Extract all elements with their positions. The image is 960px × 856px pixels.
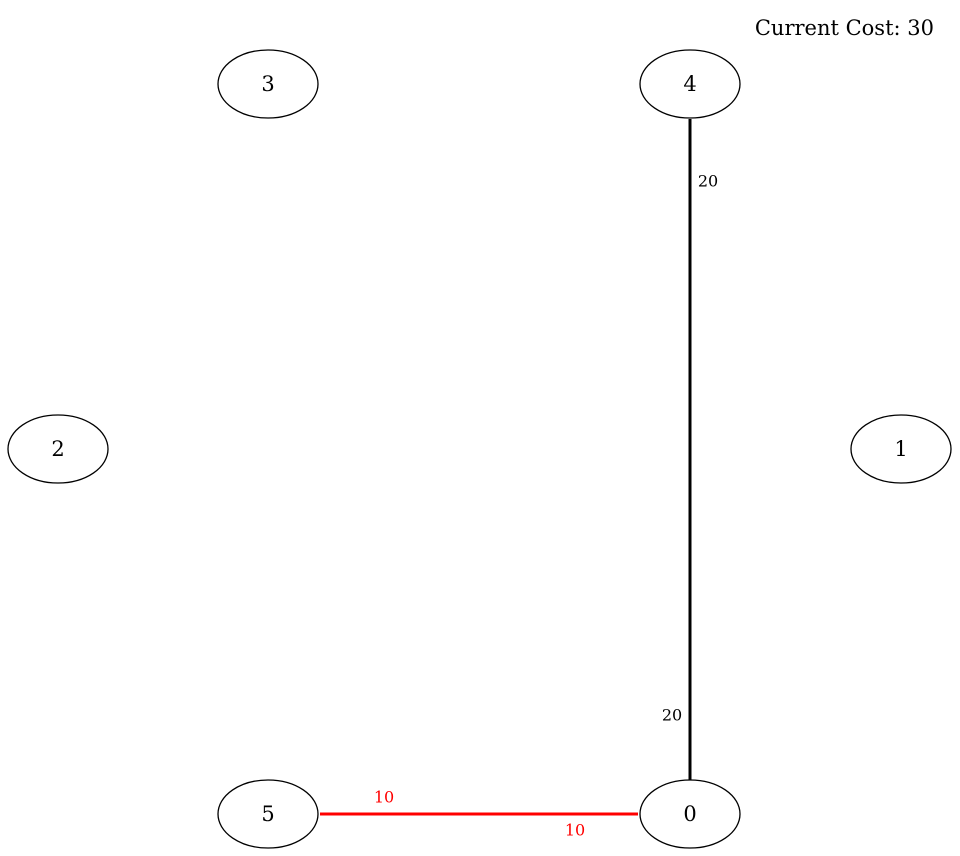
node-2-label: 2	[51, 437, 64, 461]
node-3-label: 3	[261, 72, 274, 96]
node-3-ellipse	[217, 49, 319, 119]
node-5-label: 5	[261, 802, 274, 826]
edge-5-0-label-from: 10	[374, 788, 394, 807]
edge-4-0-label-from: 20	[698, 172, 718, 191]
edge-4-0-label-to: 20	[662, 706, 682, 725]
node-0-label: 0	[683, 802, 696, 826]
node-3[interactable]: 3	[217, 49, 319, 119]
node-2[interactable]: 2	[7, 414, 109, 484]
node-0-ellipse	[639, 779, 741, 849]
node-1[interactable]: 1	[850, 414, 952, 484]
node-5[interactable]: 5	[217, 779, 319, 849]
edge-labels: 20 20 10 10	[374, 172, 718, 840]
node-2-ellipse	[7, 414, 109, 484]
node-4[interactable]: 4	[639, 49, 741, 119]
node-0[interactable]: 0	[639, 779, 741, 849]
edge-5-0-label-to: 10	[565, 821, 585, 840]
node-5-ellipse	[217, 779, 319, 849]
current-cost-label: Current Cost: 30	[755, 16, 934, 40]
node-4-label: 4	[683, 72, 696, 96]
edges	[320, 119, 692, 816]
node-4-ellipse	[639, 49, 741, 119]
node-1-label: 1	[894, 437, 907, 461]
node-1-ellipse	[850, 414, 952, 484]
